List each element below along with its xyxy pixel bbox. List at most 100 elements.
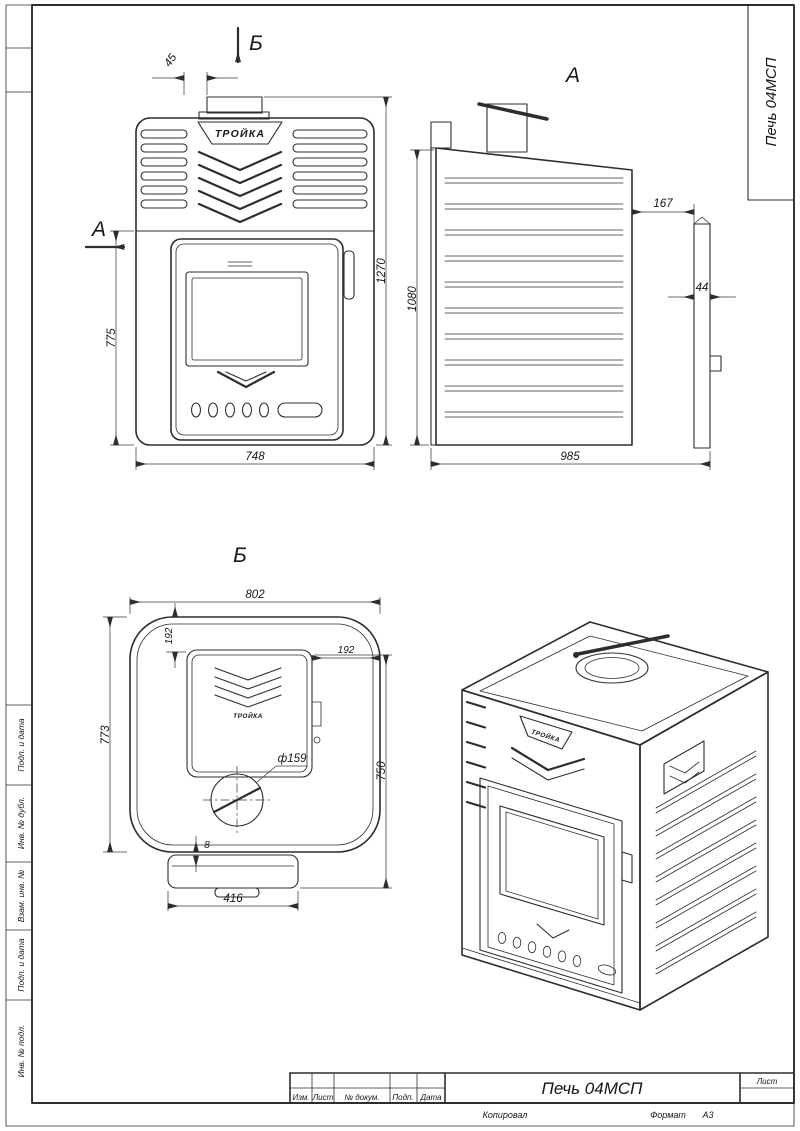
top-view-label: Б [233, 544, 247, 567]
stamp-vzam-inv: Взам. инв. № [16, 870, 26, 923]
sheet-label: Лист [756, 1077, 778, 1086]
col-doc: № докум. [344, 1093, 379, 1102]
iso-side-logo-chevron [669, 761, 700, 774]
document-title: Печь 04МСП [542, 1079, 644, 1098]
dim-748-text: 748 [245, 451, 265, 463]
chevron-ornament [197, 150, 283, 224]
top-outline [129, 616, 381, 853]
dim-44-text: 44 [696, 282, 709, 294]
dim-985-text: 985 [560, 451, 580, 463]
door-handle [343, 250, 355, 300]
door-frame-inner [175, 243, 339, 436]
stamp-podp-data-1: Подп. и дата [16, 718, 26, 771]
isometric-view: ТРОЙКА [461, 621, 769, 1011]
kopiroval-label: Копировал [483, 1110, 528, 1120]
top-brand-text: ТРОЙКА [233, 711, 263, 720]
front-view: ТРОЙКА Б 45 А [84, 26, 392, 470]
side-view-label: А [564, 64, 580, 87]
iso-brand-text: ТРОЙКА [530, 727, 561, 744]
dim-192-left-text: 192 [164, 627, 175, 644]
louvers-left [140, 129, 188, 209]
chimney-side [486, 103, 528, 153]
top-outline-inner [136, 623, 374, 846]
door-chevron-emblem [225, 371, 267, 382]
dim-167-text: 167 [653, 198, 673, 210]
iso-side-louvers [655, 750, 757, 975]
dim-1270 [264, 96, 392, 446]
dim-45-text: 45 [162, 51, 180, 69]
dim-416-text: 416 [223, 893, 243, 905]
iso-lever-knob [573, 652, 579, 658]
title-block: Изм. Лист № докум. Подп. Дата Печь 04МСП… [289, 1072, 795, 1120]
iso-door-chevron [536, 923, 570, 939]
vent-slot [277, 402, 323, 418]
col-podp: Подп. [392, 1093, 413, 1102]
iso-chevron [510, 746, 586, 772]
title-block-lines [289, 1072, 795, 1104]
iso-side-logo-chevron [669, 771, 700, 784]
top-plate-inner [191, 654, 308, 773]
dim-416 [167, 891, 299, 911]
door-window-inner [191, 277, 303, 361]
iso-brand-plate [519, 715, 573, 750]
col-izm: Изм. [292, 1093, 309, 1102]
shelf-handle [214, 887, 260, 898]
iso-door-window-inner [505, 811, 599, 920]
iso-door-handle [621, 851, 633, 884]
stove-body-outline [135, 117, 375, 446]
dim-192-right-text: 192 [338, 645, 355, 656]
dim-775 [110, 230, 134, 446]
dim-1080 [410, 149, 434, 446]
vent-holes [190, 402, 323, 418]
dim-748 [135, 447, 375, 470]
dim-802-text: 802 [245, 589, 265, 601]
section-label-b: Б [249, 32, 263, 55]
view-label-a: А [90, 218, 106, 241]
brand-plate [197, 121, 283, 145]
format-value: А3 [701, 1110, 713, 1120]
flange-hook [709, 355, 722, 372]
top-plate-chevrons [214, 667, 282, 708]
dim-802 [129, 597, 381, 614]
stamp-inv-dubl: Инв. № дубл. [16, 797, 26, 849]
iso-base-seam [461, 947, 641, 1004]
iso-side-face [639, 671, 769, 1011]
dim-773-text: 773 [100, 725, 112, 745]
louvers-right [292, 129, 368, 209]
stamp-inv-podl: Инв. № подл. [16, 1025, 26, 1078]
damper-plate [212, 786, 262, 814]
dim-750 [300, 654, 392, 889]
sheet-frame: Подп. и дата Инв. № дубл. Взам. инв. № П… [5, 4, 795, 1127]
dim-45 [152, 72, 238, 95]
door-chevron-emblem [216, 370, 276, 389]
stamp-podp-data-2: Подп. и дата [16, 938, 26, 991]
dim-773 [103, 616, 127, 853]
dim-985 [430, 448, 711, 470]
damper-lever [477, 102, 549, 121]
col-list: Лист [312, 1093, 334, 1102]
iso-damper-lever [576, 634, 670, 656]
dim-8-text: 8 [204, 840, 210, 851]
iso-vent-holes [497, 932, 617, 976]
front-shelf [167, 854, 299, 889]
door-frame [170, 238, 344, 441]
brand-text: ТРОЙКА [215, 127, 265, 140]
flange-top-tab [693, 216, 711, 225]
iso-chimney-opening [584, 657, 640, 679]
dim-167 [631, 204, 695, 224]
side-view: А 1080 985 167 [407, 64, 736, 470]
dim-1270-text: 1270 [376, 258, 388, 284]
corner-stamp-title: Печь 04МСП [763, 57, 780, 146]
dia-leader [255, 765, 308, 784]
dim-750-text: 750 [376, 761, 388, 781]
door-window [185, 271, 309, 367]
dim-775-text: 775 [106, 328, 118, 348]
side-body-outline [435, 147, 633, 446]
inner-frame [31, 4, 795, 1104]
chimney-stub [206, 96, 263, 114]
dim-dia-text: ф159 [278, 753, 307, 765]
col-data: Дата [419, 1093, 442, 1102]
iso-door-frame-inner [487, 785, 615, 986]
